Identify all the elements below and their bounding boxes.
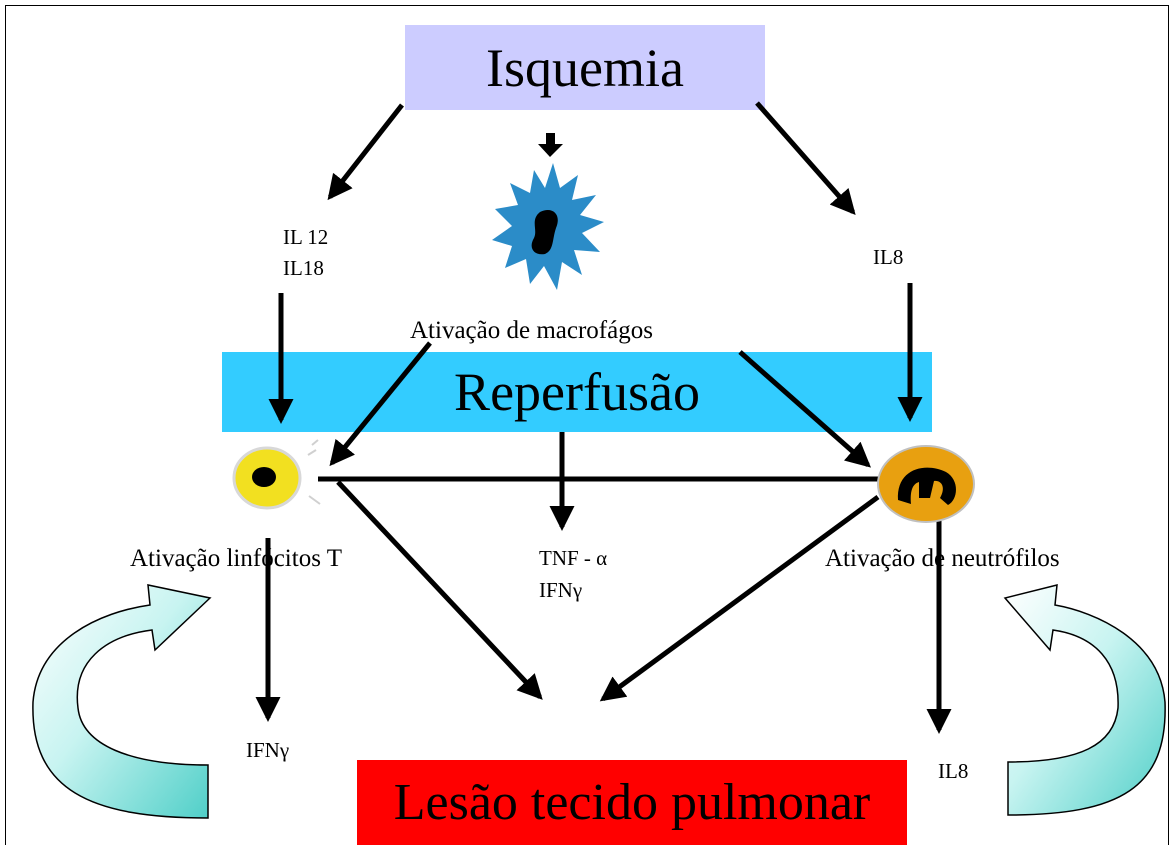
lesao-box: Lesão tecido pulmonar: [357, 760, 907, 845]
arrow-macrophage-to-lymphocyte: [329, 341, 432, 467]
il18-label: IL18: [283, 256, 324, 280]
lesao-label: Lesão tecido pulmonar: [393, 774, 871, 831]
arrow-macrophage-to-neutrophil: [738, 350, 871, 468]
cycle-arrow-icon-right: [1003, 584, 1166, 816]
macrophage-cell-icon: [492, 163, 604, 290]
il12-label: IL 12: [283, 225, 329, 249]
cycle-arrow-icon-left: [32, 584, 212, 819]
ifn-left-label: IFNγ: [246, 738, 290, 762]
ifn-center-label: IFNγ: [539, 578, 583, 602]
lymphocyte-cell-icon: [232, 439, 321, 510]
arrow-lymphocyte-to-lesao: [336, 480, 543, 700]
arrow-isquemia-to-il12: [327, 103, 404, 201]
small-down-arrow-icon: [538, 133, 563, 157]
linfocitos-label: Ativação linfócitos T: [130, 545, 342, 572]
diagram-frame: [5, 5, 1169, 845]
isquemia-box: Isquemia: [405, 25, 765, 110]
arrow-neutrophil-to-lesao: [599, 494, 880, 702]
il8-top-label: IL8: [873, 245, 904, 269]
il8-bottom-label: IL8: [938, 759, 969, 783]
macrofagos-label: Ativação de macrofágos: [410, 317, 653, 344]
neutrofilos-label: Ativação de neutrófilos: [825, 545, 1060, 572]
reperfusao-label: Reperfusão: [454, 362, 700, 422]
tnf-label: TNF - α: [539, 546, 608, 570]
arrow-isquemia-to-il8: [755, 101, 856, 216]
neutrophil-cell-icon: [877, 445, 975, 523]
isquemia-label: Isquemia: [486, 37, 684, 98]
